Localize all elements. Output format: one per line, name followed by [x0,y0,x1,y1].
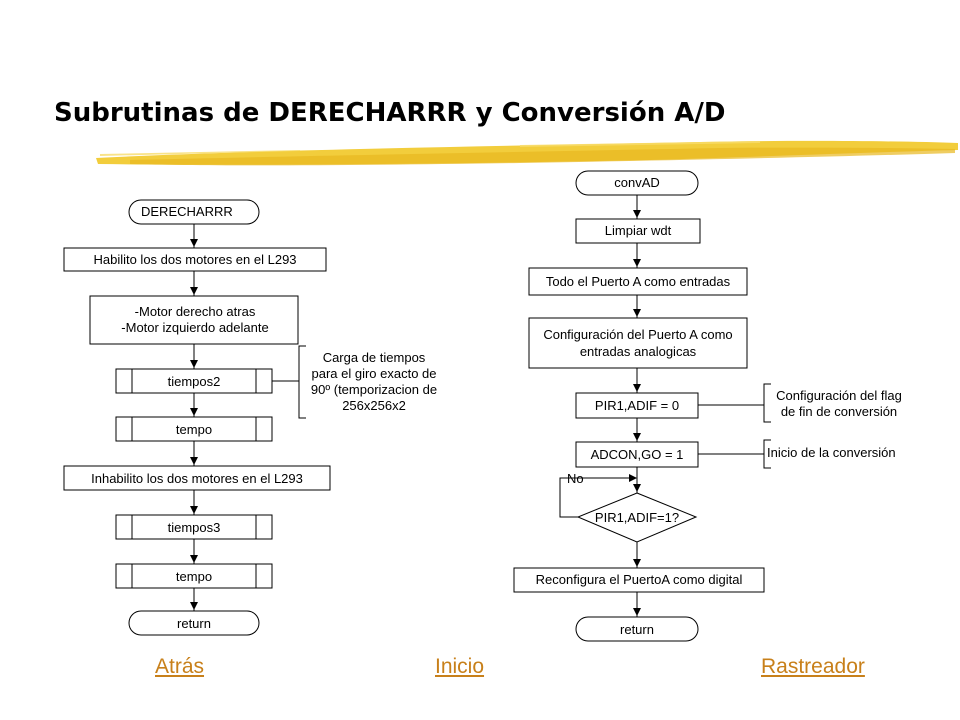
right-step-clear-wdt [575,218,701,244]
right-step3-label-1: Configuración del Puerto A como [543,327,732,342]
right-step6-label: Reconfigura el PuertoA como digital [536,572,743,587]
left-subroutine-tiempos3 [115,514,273,540]
tracker-link[interactable]: Rastreador [761,655,865,678]
left-start-label: DERECHARRR [141,204,233,219]
right-step3-label-2: entradas analogicas [580,344,697,359]
left-step5-label: Inhabilito los dos motores en el L293 [91,471,303,486]
left-step-enable-motors [63,247,327,272]
right-step1-label: Limpiar wdt [605,223,672,238]
left-step7-label: tempo [176,569,212,584]
page-title: Subrutinas de DERECHARRR y Conversión A/… [54,98,726,128]
right-start-label: convAD [614,175,660,190]
right-step2-label: Todo el Puerto A como entradas [546,274,731,289]
right-step4-label: PIR1,ADIF = 0 [595,398,679,413]
left-note-bracket [298,345,306,419]
right-end-label: return [620,622,654,637]
right-note1-bracket [763,383,771,423]
right-loop-no-label: No [567,471,584,486]
left-step3-label: tiempos2 [168,374,221,389]
right-loop-no-path [559,477,631,518]
left-note-line-3: 90º (temporizacion de [311,382,437,397]
home-link[interactable]: Inicio [435,655,485,678]
back-link[interactable]: Atrás [155,655,205,678]
right-note1-line-1: Configuración del flag [776,388,902,403]
left-end-label: return [177,616,211,631]
left-step-motor-dirs [89,295,299,345]
right-step-porta-digital [513,567,765,593]
left-step1-label: Habilito los dos motores en el L293 [93,252,296,267]
left-step2-label-1: -Motor derecho atras [135,304,256,319]
right-note2-bracket [763,439,771,469]
left-note-line-4: 256x256x2 [342,398,406,413]
left-note-line-1: Carga de tiempos [323,350,426,365]
right-step-porta-inputs [528,267,748,296]
right-step-porta-analog [528,317,748,369]
left-step4-label: tempo [176,422,212,437]
right-step5-label: ADCON,GO = 1 [591,447,684,462]
left-subroutine-tempo-1 [115,416,273,442]
right-decision-label: PIR1,ADIF=1? [595,510,679,525]
right-note1-line-2: de fin de conversión [781,404,897,419]
right-note2-label: Inicio de la conversión [767,445,896,460]
left-note-line-2: para el giro exacto de [311,366,436,381]
left-step6-label: tiempos3 [168,520,221,535]
left-step2-label-2: -Motor izquierdo adelante [121,320,268,335]
left-step-disable-motors [63,465,331,491]
